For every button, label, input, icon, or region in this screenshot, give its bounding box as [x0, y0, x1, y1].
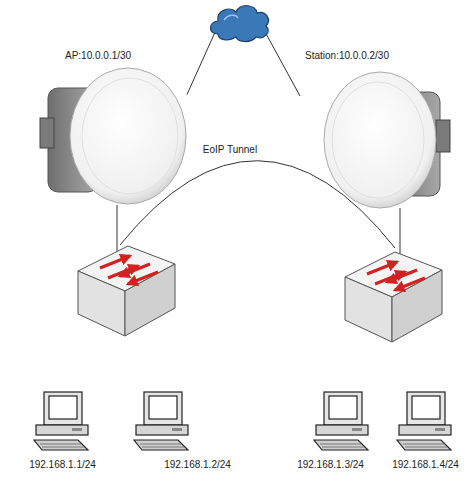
device-node: AP:10.0.0.1/30 — [45, 45, 187, 210]
device-node: 192.168.1.1/24 — [15, 388, 110, 472]
tunnel-label: EoIP Tunnel — [203, 143, 257, 156]
device-node: 192.168.1.2/24 — [150, 388, 245, 472]
device-node: Station:10.0.0.2/30 — [300, 45, 445, 215]
address-label: 192.168.1.2/24 — [150, 458, 245, 471]
address-label: AP:10.0.0.1/30 — [65, 49, 131, 62]
wireless-link — [187, 30, 300, 96]
device-node: 192.168.1.3/24 — [283, 388, 378, 472]
device-node: 192.168.1.4/24 — [378, 388, 473, 472]
address-label: 192.168.1.4/24 — [378, 458, 473, 471]
address-label: 192.168.1.3/24 — [283, 458, 378, 471]
address-label: 192.168.1.1/24 — [15, 458, 110, 471]
address-label: Station:10.0.0.2/30 — [305, 49, 389, 62]
